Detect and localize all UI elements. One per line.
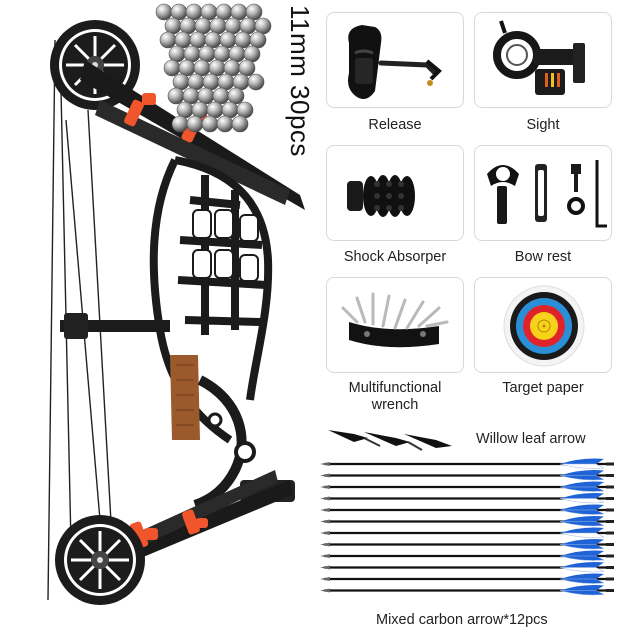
multitool-card — [326, 277, 464, 373]
steel-ball — [232, 73, 250, 91]
steel-ball — [223, 59, 241, 77]
steel-ball — [216, 115, 234, 133]
steel-ball — [249, 31, 267, 49]
steel-ball — [187, 73, 205, 91]
steel-ball — [170, 3, 188, 21]
carbon-arrows-label: Mixed carbon arrow*12pcs — [376, 612, 548, 628]
archery-target-icon — [503, 285, 585, 367]
steel-ball — [208, 59, 226, 77]
steel-balls-image — [155, 3, 272, 133]
compound-bow-illustration — [47, 20, 305, 605]
carbon-arrow — [320, 573, 614, 584]
carbon-arrow — [320, 550, 614, 561]
target-card — [474, 277, 612, 373]
steel-ball — [221, 101, 239, 119]
carbon-arrow — [320, 539, 614, 550]
steel-ball — [197, 87, 215, 105]
carbon-arrow — [320, 562, 614, 573]
steel-ball — [247, 73, 265, 91]
steel-ball — [179, 17, 197, 35]
carbon-arrow — [320, 504, 614, 515]
carbon-arrow — [320, 470, 614, 481]
carbon-arrow — [320, 458, 614, 469]
willow-leaf-arrowheads — [328, 430, 452, 451]
shock-absorber-label: Shock Absorper — [343, 249, 447, 265]
steel-ball — [209, 17, 227, 35]
steel-ball — [217, 73, 235, 91]
steel-ball — [194, 17, 212, 35]
steel-ball — [193, 59, 211, 77]
steel-ball — [185, 3, 203, 21]
steel-ball — [219, 31, 237, 49]
steel-ball — [163, 59, 181, 77]
steel-ball — [204, 31, 222, 49]
carbon-arrow — [320, 585, 614, 596]
steel-ball — [228, 45, 246, 63]
steel-ball — [191, 101, 209, 119]
shock-absorber-card — [326, 145, 464, 241]
steel-ball — [159, 31, 177, 49]
carbon-arrow — [320, 481, 614, 492]
steel-ball — [243, 45, 261, 63]
steel-ball — [239, 17, 257, 35]
steel-ball — [189, 31, 207, 49]
release-card — [326, 12, 464, 108]
bow-sight-icon — [493, 20, 585, 95]
steel-ball — [212, 87, 230, 105]
steel-ball — [172, 73, 190, 91]
target-label: Target paper — [502, 380, 584, 396]
steel-ball — [206, 101, 224, 119]
steel-ball — [201, 115, 219, 133]
steel-ball — [176, 101, 194, 119]
steel-ball — [178, 59, 196, 77]
steel-ball — [183, 45, 201, 63]
steel-ball — [174, 31, 192, 49]
steel-ball — [168, 45, 186, 63]
steel-ball — [186, 115, 204, 133]
sight-card — [474, 12, 612, 108]
carbon-arrow — [320, 527, 614, 538]
sight-label: Sight — [526, 117, 560, 133]
steel-ball — [254, 17, 272, 35]
carbon-arrow — [320, 516, 614, 527]
steel-ball — [215, 3, 233, 21]
steel-ball — [227, 87, 245, 105]
bow-rest-label: Bow rest — [514, 249, 572, 265]
steel-ball — [164, 17, 182, 35]
release-aid-icon — [348, 25, 442, 99]
carbon-arrows-bundle — [320, 458, 614, 596]
steel-ball — [234, 31, 252, 49]
steel-ball — [245, 3, 263, 21]
steel-ball — [231, 115, 249, 133]
steel-ball — [236, 101, 254, 119]
steel-ball — [182, 87, 200, 105]
bow-rest-card — [474, 145, 612, 241]
willow-leaf-label: Willow leaf arrow — [476, 431, 586, 447]
steel-ball — [200, 3, 218, 21]
arrow-rest-icon — [487, 160, 607, 228]
lower-cam-wheel — [55, 515, 145, 605]
steel-ball — [167, 87, 185, 105]
multitool-label: Multifunctional wrench — [348, 380, 442, 413]
multitool-wrench-icon — [341, 292, 449, 348]
steel-ball — [171, 115, 189, 133]
steel-ball-quantity-callout: 11mm 30pcs — [285, 5, 315, 157]
release-label: Release — [368, 117, 422, 133]
steel-ball — [238, 59, 256, 77]
stabilizer-icon — [347, 175, 415, 217]
steel-ball — [224, 17, 242, 35]
steel-ball — [198, 45, 216, 63]
steel-ball — [202, 73, 220, 91]
steel-ball — [155, 3, 173, 21]
carbon-arrow — [320, 493, 614, 504]
steel-ball — [230, 3, 248, 21]
steel-ball — [213, 45, 231, 63]
